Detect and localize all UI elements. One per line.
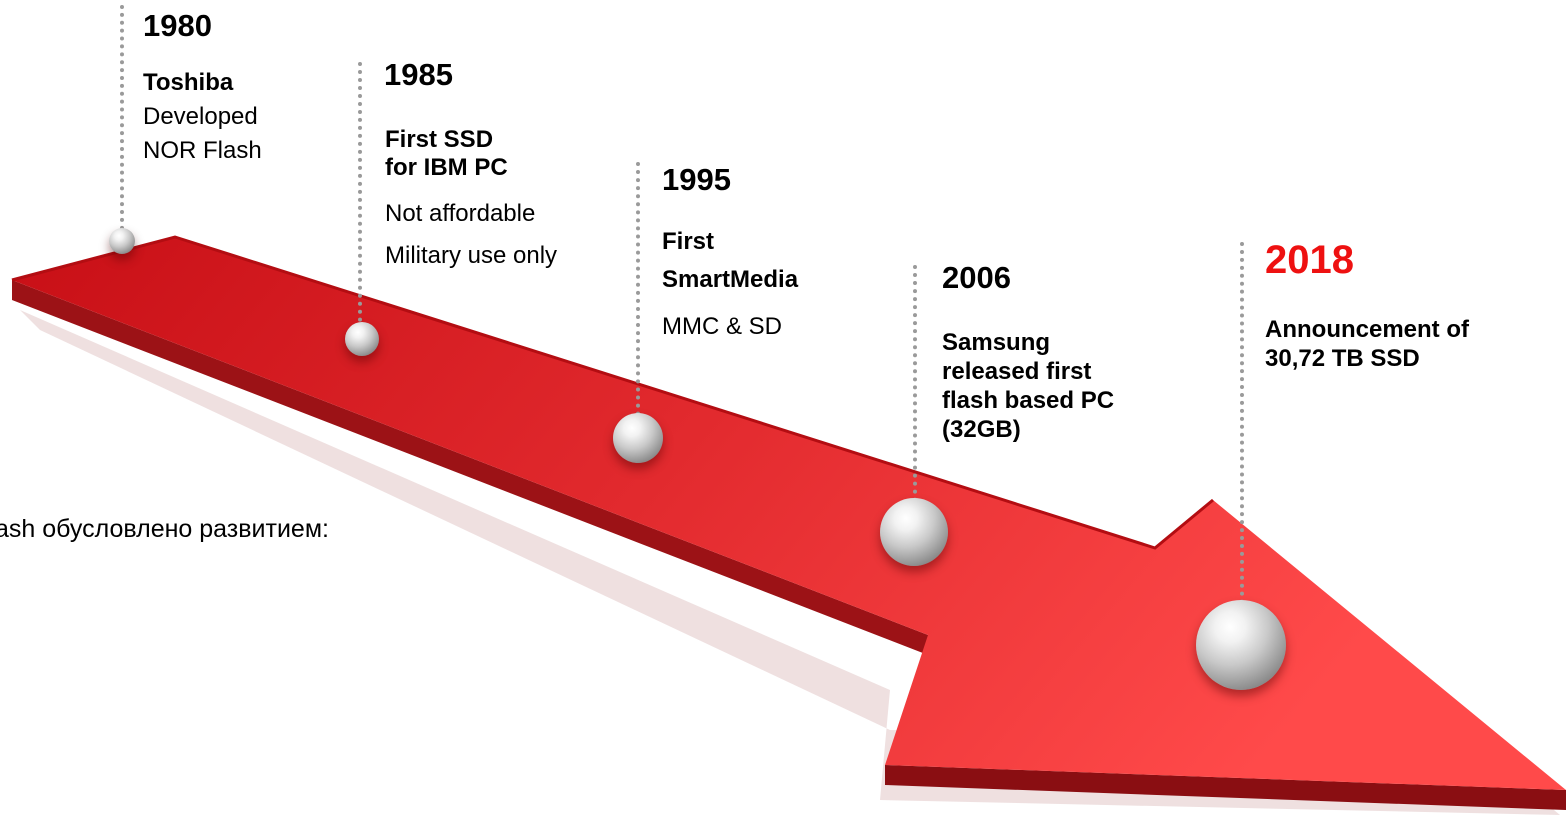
milestone-1980-line-2: Developed	[143, 103, 258, 130]
milestone-1995-line-3: MMC & SD	[662, 313, 782, 340]
milestone-2006-stem	[913, 265, 917, 510]
milestone-1985-line-2: for IBM PC	[385, 154, 508, 181]
milestone-1985-stem	[358, 62, 362, 330]
arrow-top-face	[12, 237, 1566, 790]
milestone-2018-line-1: Announcement of	[1265, 316, 1469, 343]
milestone-1985-line-1: First SSD	[385, 126, 494, 153]
milestone-2006-year: 2006	[942, 260, 1011, 295]
intro-text: ash обусловлено развитием:	[0, 515, 329, 543]
milestone-2018-line-2: 30,72 TB SSD	[1265, 345, 1420, 372]
milestone-1995-marker	[613, 413, 663, 463]
milestone-2006-line-1: Samsung	[942, 329, 1051, 356]
milestone-1985-year: 1985	[384, 57, 453, 92]
milestone-1980-line-1: Toshiba	[143, 69, 234, 96]
milestone-2006-line-2: released first	[942, 358, 1092, 385]
milestone-2018-stem	[1240, 242, 1244, 612]
milestone-1980-marker	[109, 228, 135, 254]
milestone-1980-stem	[120, 5, 124, 238]
arrow-highlight-edge	[11, 235, 1214, 550]
milestone-1980-year: 1980	[143, 8, 212, 43]
milestone-2006-line-4: (32GB)	[942, 416, 1021, 443]
milestone-2006-line-3: flash based PC	[942, 387, 1115, 414]
milestone-1995-line-2: SmartMedia	[662, 266, 799, 293]
milestone-1995-line-1: First	[662, 228, 715, 255]
milestone-1985-marker	[345, 322, 379, 356]
milestone-1995-year: 1995	[662, 162, 731, 197]
milestone-1985-line-3: Not affordable	[385, 200, 536, 227]
milestone-2018-marker	[1196, 600, 1286, 690]
arrow-head-side-face	[885, 765, 1566, 810]
milestone-1995-stem	[636, 162, 640, 424]
arrow-side-face	[12, 280, 928, 655]
milestone-2018-year: 2018	[1265, 238, 1354, 282]
milestone-2006-marker	[880, 498, 948, 566]
milestone-1980-line-3: NOR Flash	[143, 137, 262, 164]
milestone-1985-line-4: Military use only	[385, 242, 558, 269]
